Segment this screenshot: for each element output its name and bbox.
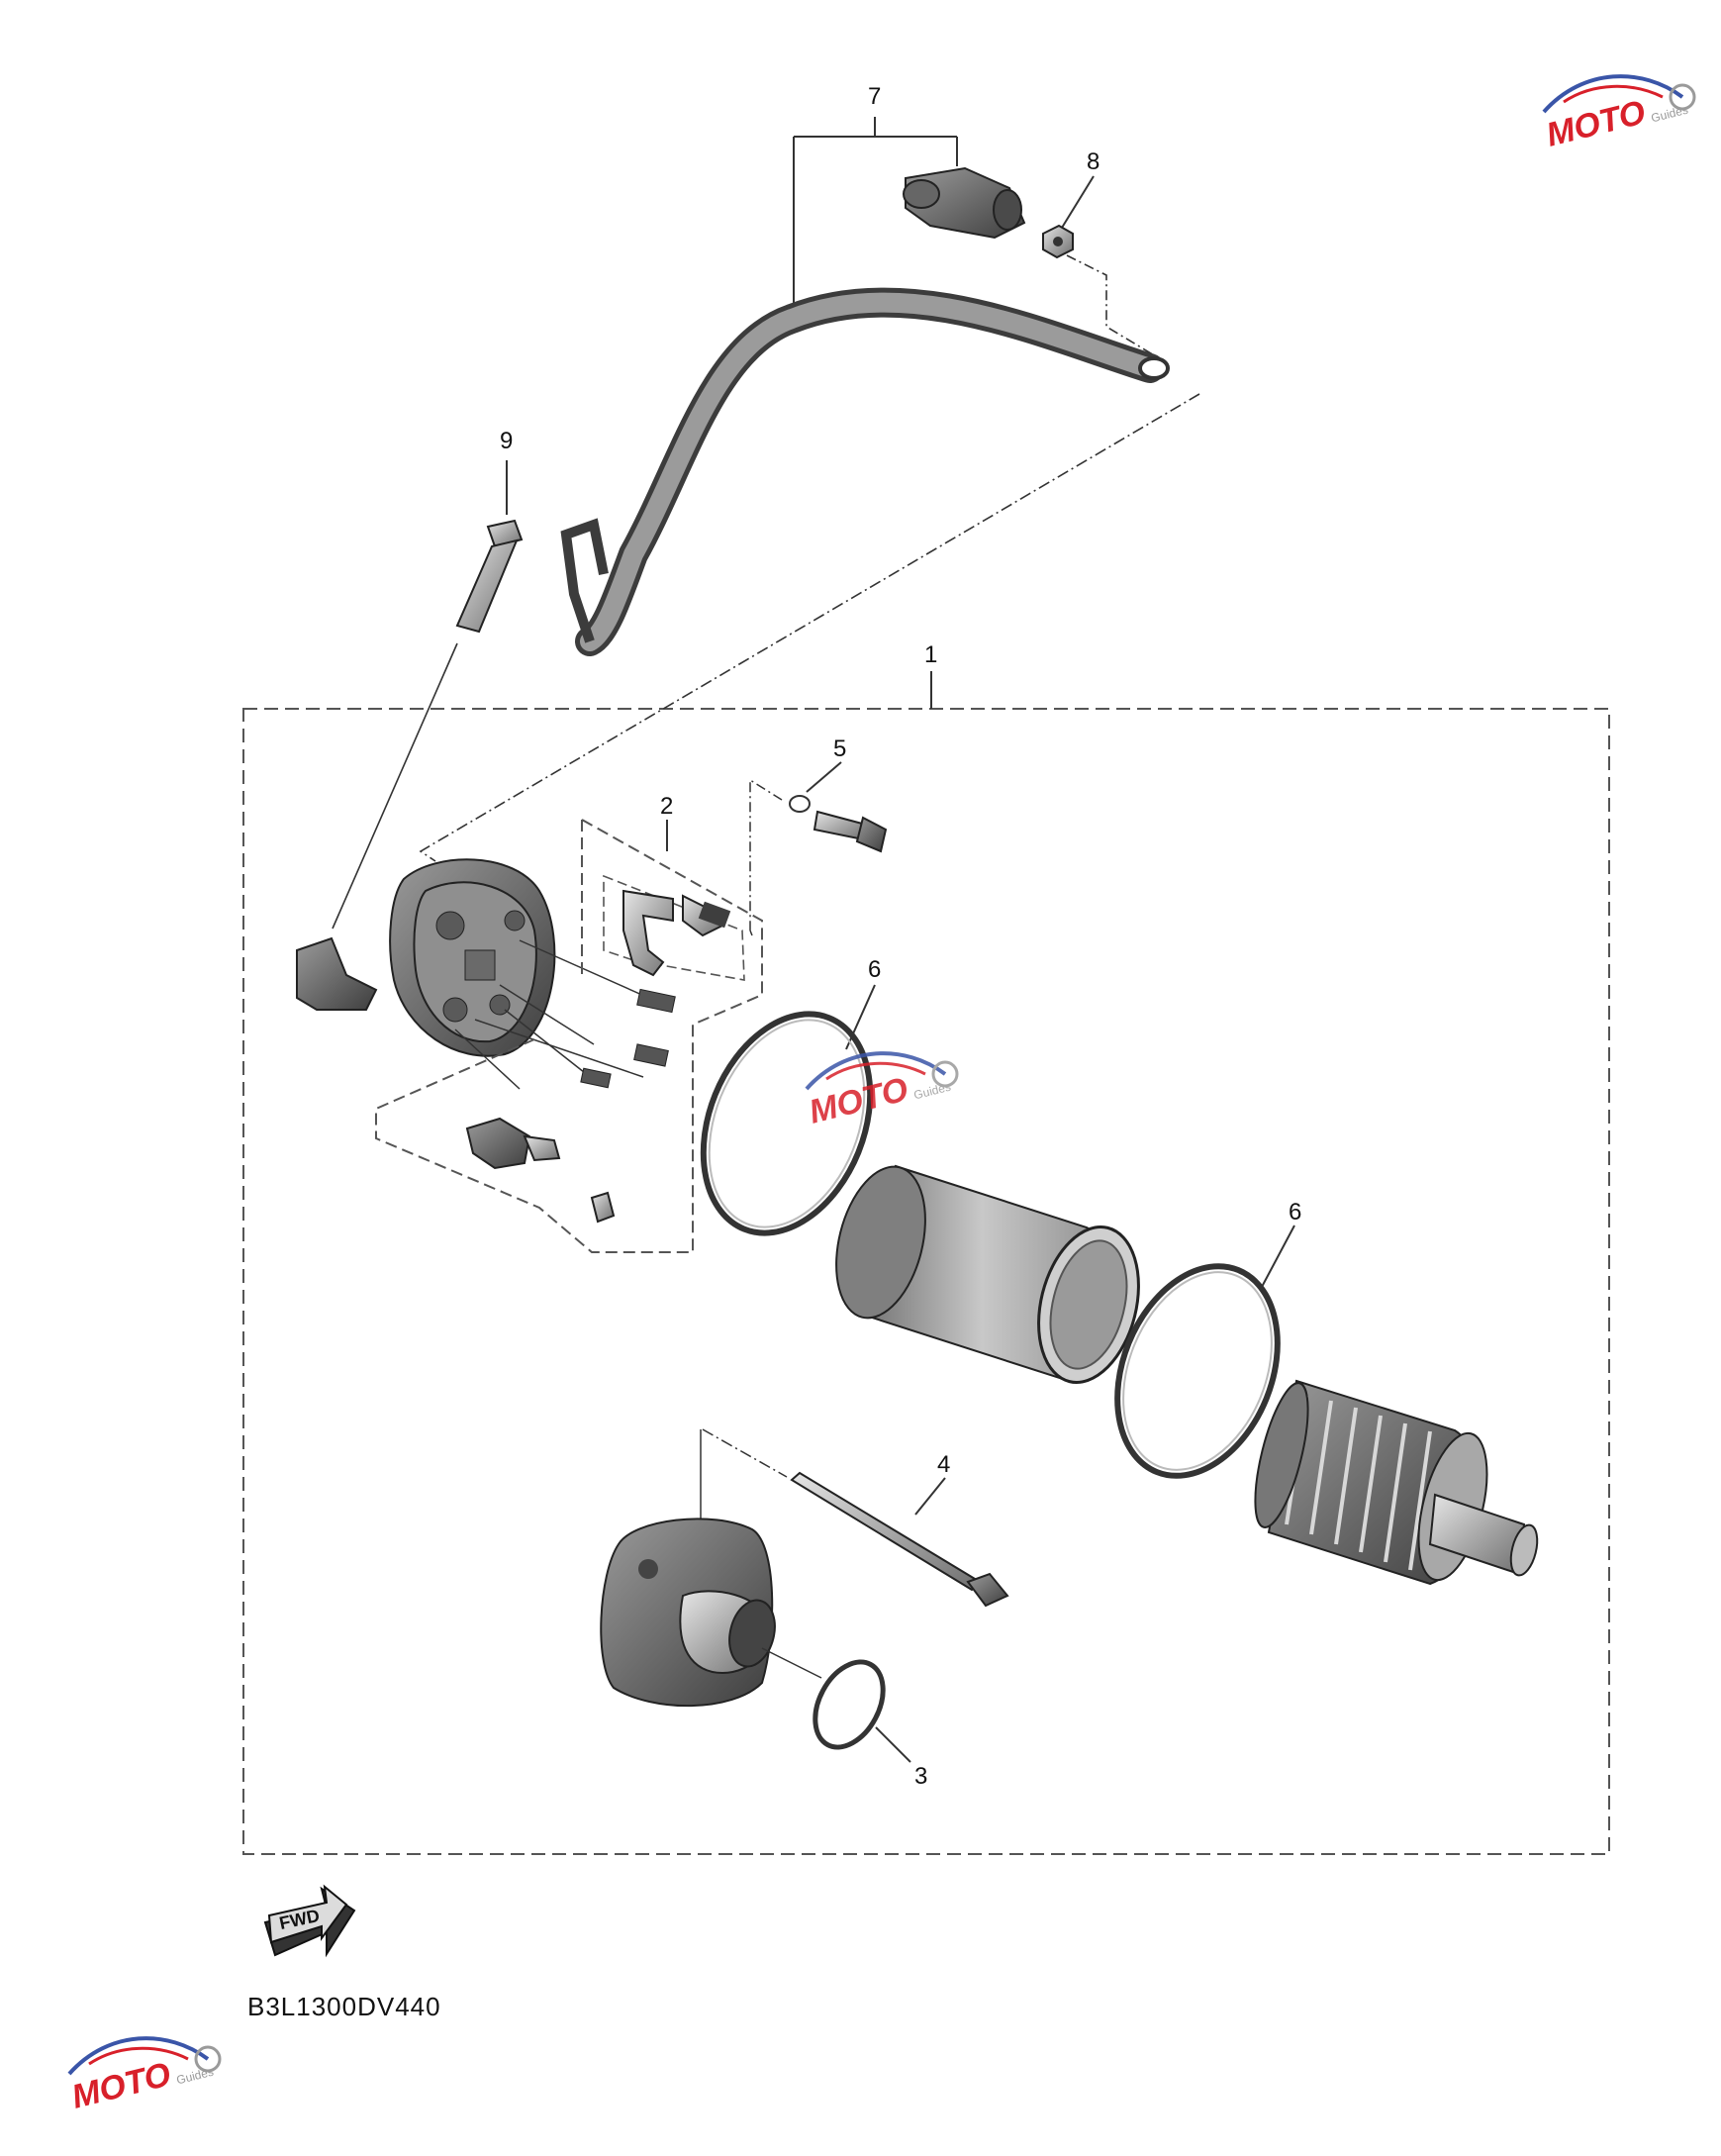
callout-leader-6a xyxy=(845,984,876,1050)
alignment-line-front xyxy=(702,1428,788,1478)
diagram-code: B3L1300DV440 xyxy=(247,1992,441,2021)
callout-leader-5 xyxy=(806,761,842,793)
fwd-arrow-icon xyxy=(263,1884,356,1958)
through-bolt-part-4 xyxy=(790,1471,1009,1608)
callout-bracket-7 xyxy=(793,117,958,327)
alignment-line-wire xyxy=(419,393,1200,862)
callout-9: 9 xyxy=(500,428,514,454)
ring-part-3 xyxy=(813,1659,886,1750)
callout-8: 8 xyxy=(1087,148,1100,175)
brush-holder-plate xyxy=(622,889,731,977)
callout-leader-3 xyxy=(875,1726,911,1763)
callout-2: 2 xyxy=(660,793,674,820)
callout-1: 1 xyxy=(924,641,938,668)
callout-5: 5 xyxy=(833,735,847,762)
armature xyxy=(1254,1379,1539,1586)
starter-lead-wire xyxy=(560,287,1170,656)
bolt-part-9 xyxy=(455,519,524,634)
callout-3: 3 xyxy=(914,1763,928,1790)
watermark-bottom-left: MOTO Guides xyxy=(49,2019,247,2128)
watermark-center: MOTO Guides xyxy=(787,1034,985,1143)
brush-springs xyxy=(580,988,676,1089)
brush-assembly-outline xyxy=(375,819,763,1253)
alignment-line-bolt xyxy=(332,642,458,930)
motor-yoke xyxy=(835,1164,1140,1384)
alignment-line-terminal xyxy=(749,778,783,936)
callout-leader-6b xyxy=(1261,1225,1295,1288)
terminal-boot-cover xyxy=(903,166,1026,240)
brush-leader-lines xyxy=(454,939,654,1090)
callout-7: 7 xyxy=(868,83,882,110)
o-ring-part-6-upper xyxy=(700,1011,874,1236)
terminal-bolt xyxy=(813,810,888,853)
front-cover xyxy=(600,1518,776,1708)
o-ring-part-6-lower xyxy=(1114,1263,1281,1479)
nut-part-8 xyxy=(1042,224,1074,259)
lower-brush-holder xyxy=(465,1117,616,1224)
callout-leader-8 xyxy=(1061,175,1095,229)
assembly-frame xyxy=(242,708,1610,1855)
watermark-top-right: MOTO Guides xyxy=(1524,57,1721,166)
leader-8-to-wire xyxy=(1066,254,1157,357)
callout-6-upper: 6 xyxy=(868,956,882,983)
callout-4: 4 xyxy=(937,1451,951,1478)
o-ring-part-5 xyxy=(789,795,811,813)
rear-housing xyxy=(296,858,556,1057)
callout-6-lower: 6 xyxy=(1289,1199,1302,1225)
callout-leader-4 xyxy=(914,1477,946,1516)
leader-to-ring-3 xyxy=(761,1647,822,1679)
